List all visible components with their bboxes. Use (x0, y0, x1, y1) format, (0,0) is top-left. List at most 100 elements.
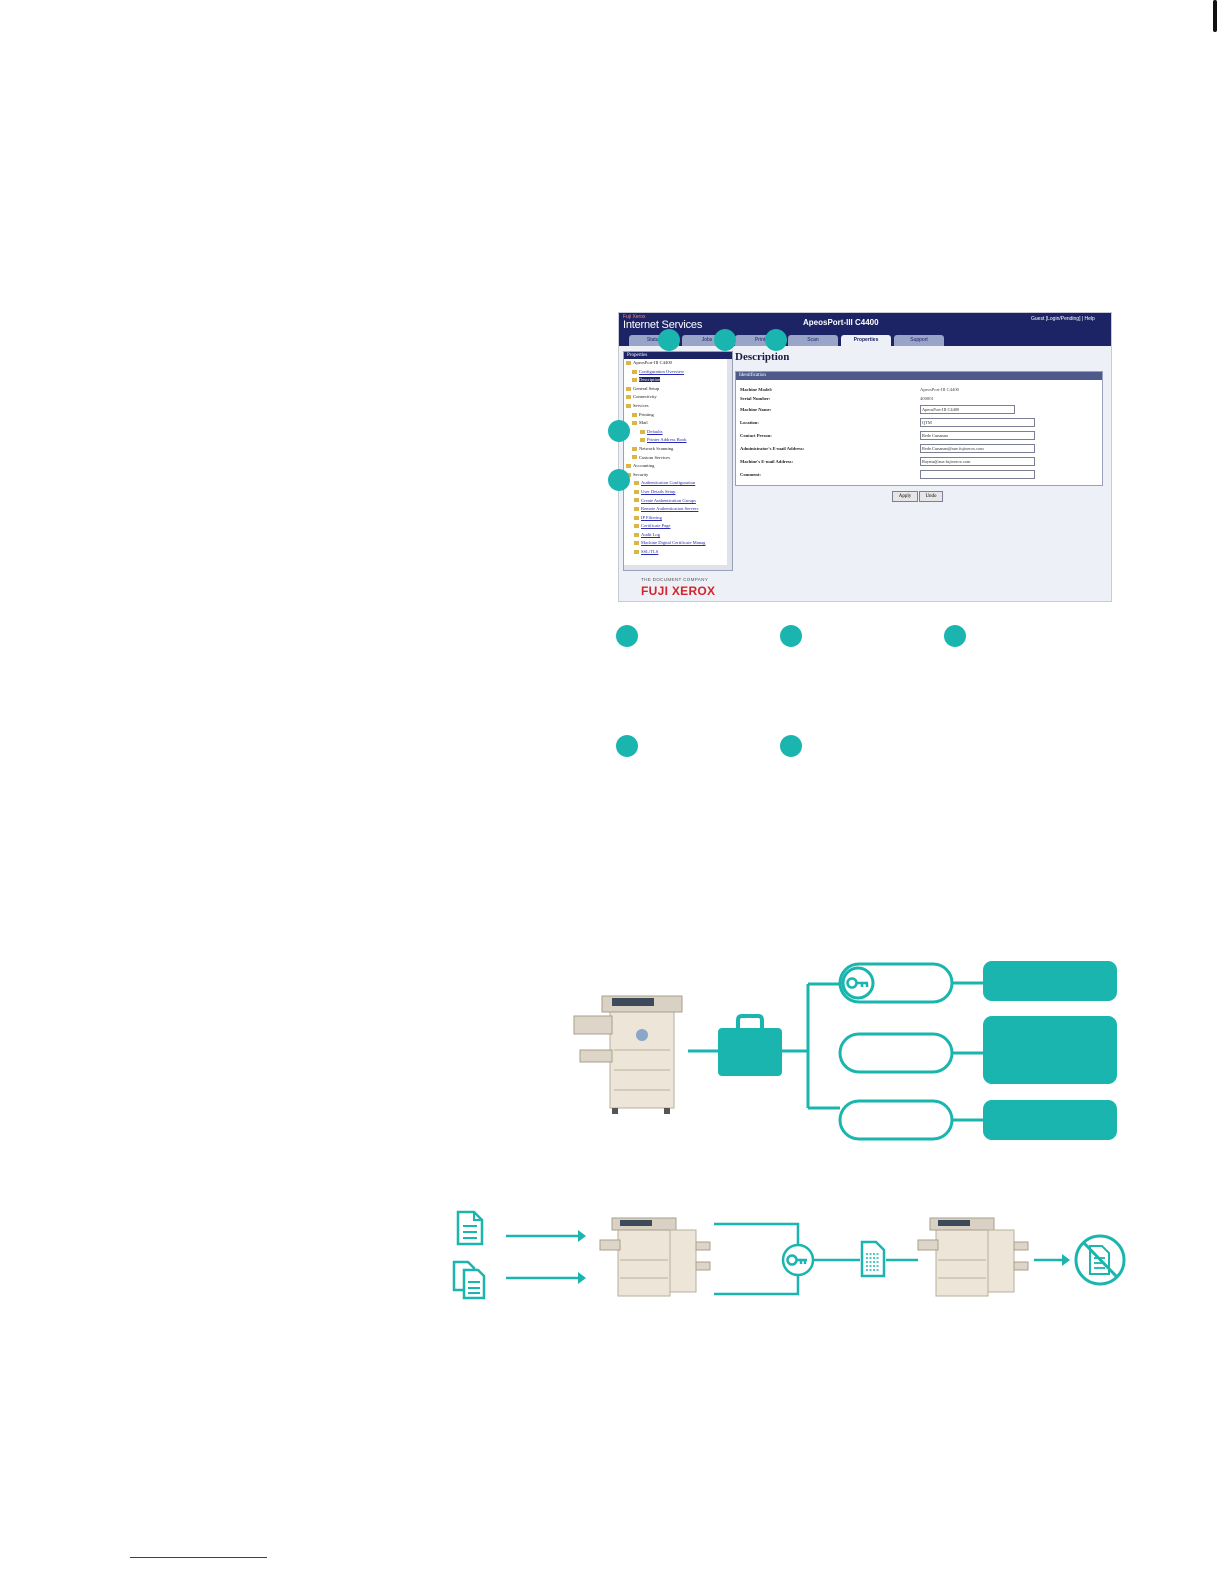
printer-image (599, 1217, 711, 1297)
tree-item[interactable]: Create Authentication Groups (624, 497, 732, 506)
field-row: Machine Model: ApeosPort-III C4400 (740, 387, 1100, 399)
tree-item[interactable]: Remote Authentication Servers (624, 505, 732, 514)
tab-properties[interactable]: Properties (841, 335, 891, 346)
device-icon (626, 360, 631, 365)
page-icon (632, 369, 637, 374)
tree-item[interactable]: Mail (624, 419, 732, 428)
field-label: Machine Model: (740, 387, 773, 392)
field-label: Machine's E-mail Address: (740, 459, 794, 464)
comment-input[interactable] (920, 470, 1035, 479)
page-icon (634, 532, 639, 537)
machine-model-title: ApeosPort-III C4400 (803, 318, 879, 327)
page-icon (634, 481, 639, 486)
security-options-diagram (573, 961, 1117, 1141)
field-row: Administrator's E-mail Address: Rede.Cun… (740, 444, 1100, 458)
tree-item[interactable]: Certificate Page (624, 522, 732, 531)
tab-jobs[interactable]: Jobs (682, 335, 732, 346)
tree-item[interactable]: Machine Digital Certificate Manag (624, 539, 732, 548)
document-icon (456, 1210, 484, 1246)
tree-item[interactable]: Connectivity (624, 393, 732, 402)
tree-item[interactable]: Services (624, 402, 732, 411)
option-pill-2 (838, 1032, 954, 1074)
fuji-xerox-logo: FUJI XEROX (641, 584, 716, 598)
location-input[interactable]: QTM (920, 418, 1035, 427)
page-icon (640, 429, 645, 434)
page-icon (634, 515, 639, 520)
machine-email-input[interactable]: Rayma@aue.fujixerox.com (920, 457, 1035, 466)
legend-dot (616, 625, 638, 647)
tree-item[interactable]: Printing (624, 411, 732, 420)
tree-item[interactable]: Security (624, 471, 732, 480)
identification-panel: Identification Machine Model: ApeosPort-… (735, 371, 1103, 486)
callout-dot (765, 329, 787, 351)
briefcase-icon (718, 1014, 782, 1076)
undo-button[interactable]: Undo (919, 491, 943, 502)
tree-horizontal-scrollbar[interactable] (624, 565, 732, 570)
tree-item[interactable]: General Setup (624, 385, 732, 394)
tree-item[interactable]: Configuration Overview (624, 368, 732, 377)
field-value: ApeosPort-III C4400 (920, 387, 959, 392)
tree-item[interactable]: Authentication Configuration (624, 479, 732, 488)
tree-item[interactable]: Custom Services (624, 454, 732, 463)
folder-icon (632, 421, 637, 426)
page-icon (634, 541, 639, 546)
key-icon (781, 1243, 815, 1277)
field-row: Location: QTM (740, 418, 1100, 432)
no-document-icon (1074, 1234, 1126, 1286)
legend-dot (780, 735, 802, 757)
tab-print[interactable]: Print (735, 335, 785, 346)
callout-dot (714, 329, 736, 351)
tree-item-selected[interactable]: Description (624, 376, 732, 385)
admin-email-input[interactable]: Rede.Cunanan@aue.fujixerox.com (920, 444, 1035, 453)
page-icon (640, 438, 645, 443)
documents-icon (452, 1260, 486, 1300)
page-icon (634, 498, 639, 503)
field-row: Comment: (740, 470, 1100, 484)
field-label: Contact Person: (740, 433, 772, 438)
machine-name-input[interactable]: ApeosPort-III C4400 (920, 405, 1015, 414)
tree-item[interactable]: Network Scanning (624, 445, 732, 454)
apply-button[interactable]: Apply (892, 491, 918, 502)
tree-item[interactable]: User Details Setup (624, 488, 732, 497)
printer-image (573, 995, 683, 1114)
field-label: Location: (740, 420, 759, 425)
field-label: Machine Name: (740, 407, 772, 412)
tree-item[interactable]: Printer Address Book (624, 436, 732, 445)
tree-item[interactable]: SSL/TLS (624, 548, 732, 557)
result-box-1 (983, 961, 1117, 1001)
folder-icon (632, 455, 637, 460)
callout-dot (608, 420, 630, 442)
tree-item[interactable]: Defaults (624, 428, 732, 437)
brand-small-label: Fuji Xerox (623, 314, 646, 320)
footer-rule (130, 1557, 267, 1558)
field-label: Serial Number: (740, 396, 771, 401)
folder-icon (626, 386, 631, 391)
contact-person-input[interactable]: Rede Cunanan (920, 431, 1035, 440)
properties-tree: Properties ApeosPort-III C4400 Configura… (623, 351, 733, 571)
page-title: Description (735, 351, 790, 363)
folder-icon (626, 464, 631, 469)
tree-item[interactable]: Accounting (624, 462, 732, 471)
folder-icon (626, 395, 631, 400)
tab-status[interactable]: Status (629, 335, 679, 346)
folder-icon (634, 507, 639, 512)
page-icon (634, 524, 639, 529)
tab-support[interactable]: Support (894, 335, 944, 346)
tree-item[interactable]: ApeosPort-III C4400 (624, 359, 732, 368)
tree-header: Properties (624, 352, 732, 359)
user-login-link[interactable]: Guest [Login/Pending] | Help (1031, 316, 1095, 322)
internet-services-screenshot: Fuji Xerox Internet Services ApeosPort-I… (618, 312, 1112, 602)
encrypted-document-icon (860, 1240, 886, 1278)
page-edge-marker (1213, 0, 1217, 32)
callout-dot (658, 329, 680, 351)
tree-vertical-scrollbar[interactable] (727, 359, 732, 570)
field-row: Serial Number: 400001 (740, 396, 1100, 408)
field-label: Administrator's E-mail Address: (740, 446, 805, 451)
folder-icon (632, 446, 637, 451)
result-box-2 (983, 1016, 1117, 1084)
page-icon (634, 489, 639, 494)
key-icon (841, 966, 875, 1000)
tab-scan[interactable]: Scan (788, 335, 838, 346)
tree-item[interactable]: IP Filtering (624, 514, 732, 523)
tree-item[interactable]: Audit Log (624, 531, 732, 540)
